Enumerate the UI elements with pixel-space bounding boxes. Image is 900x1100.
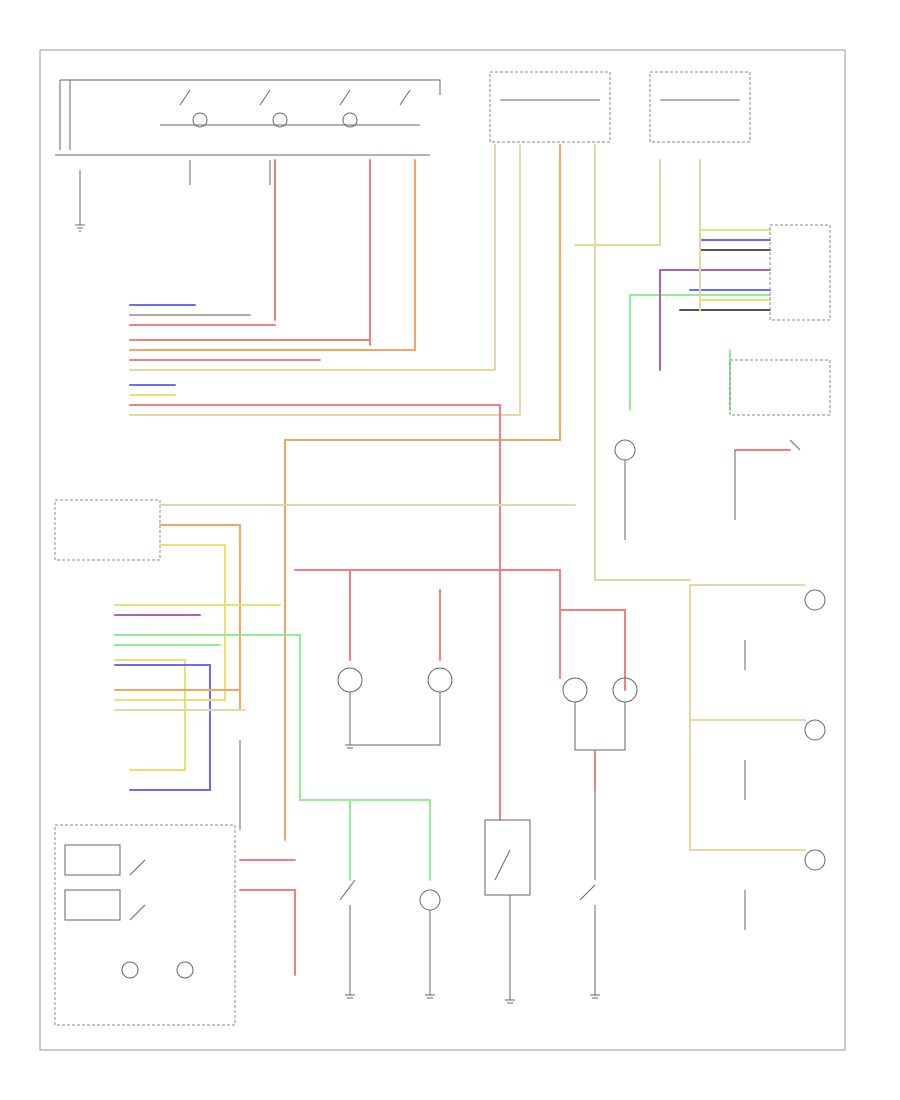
lamp-icon [419,889,441,911]
connector-left-wires [129,304,521,416]
center-lamps [294,569,638,791]
bottom-left-panel [54,740,296,1026]
fuse-block-section [489,71,751,143]
lamp-icon [562,677,588,703]
lamp-icon [804,589,826,611]
connector-lower-wires [114,604,431,881]
right-upper-connector [574,159,831,416]
lamp-icon [614,439,636,461]
lamp-icon [121,961,139,979]
top-switch-section [55,79,441,225]
diagram-frame [39,49,846,1051]
lamp-icon [804,849,826,871]
mid-left-section [54,499,576,711]
lamp-icon [337,667,363,693]
lamp-icon [427,667,453,693]
right-lamps [594,144,826,930]
lower-center [339,790,596,1000]
lamp-icon [804,719,826,741]
ground-icon [75,224,600,1004]
lamp-icon [176,961,194,979]
